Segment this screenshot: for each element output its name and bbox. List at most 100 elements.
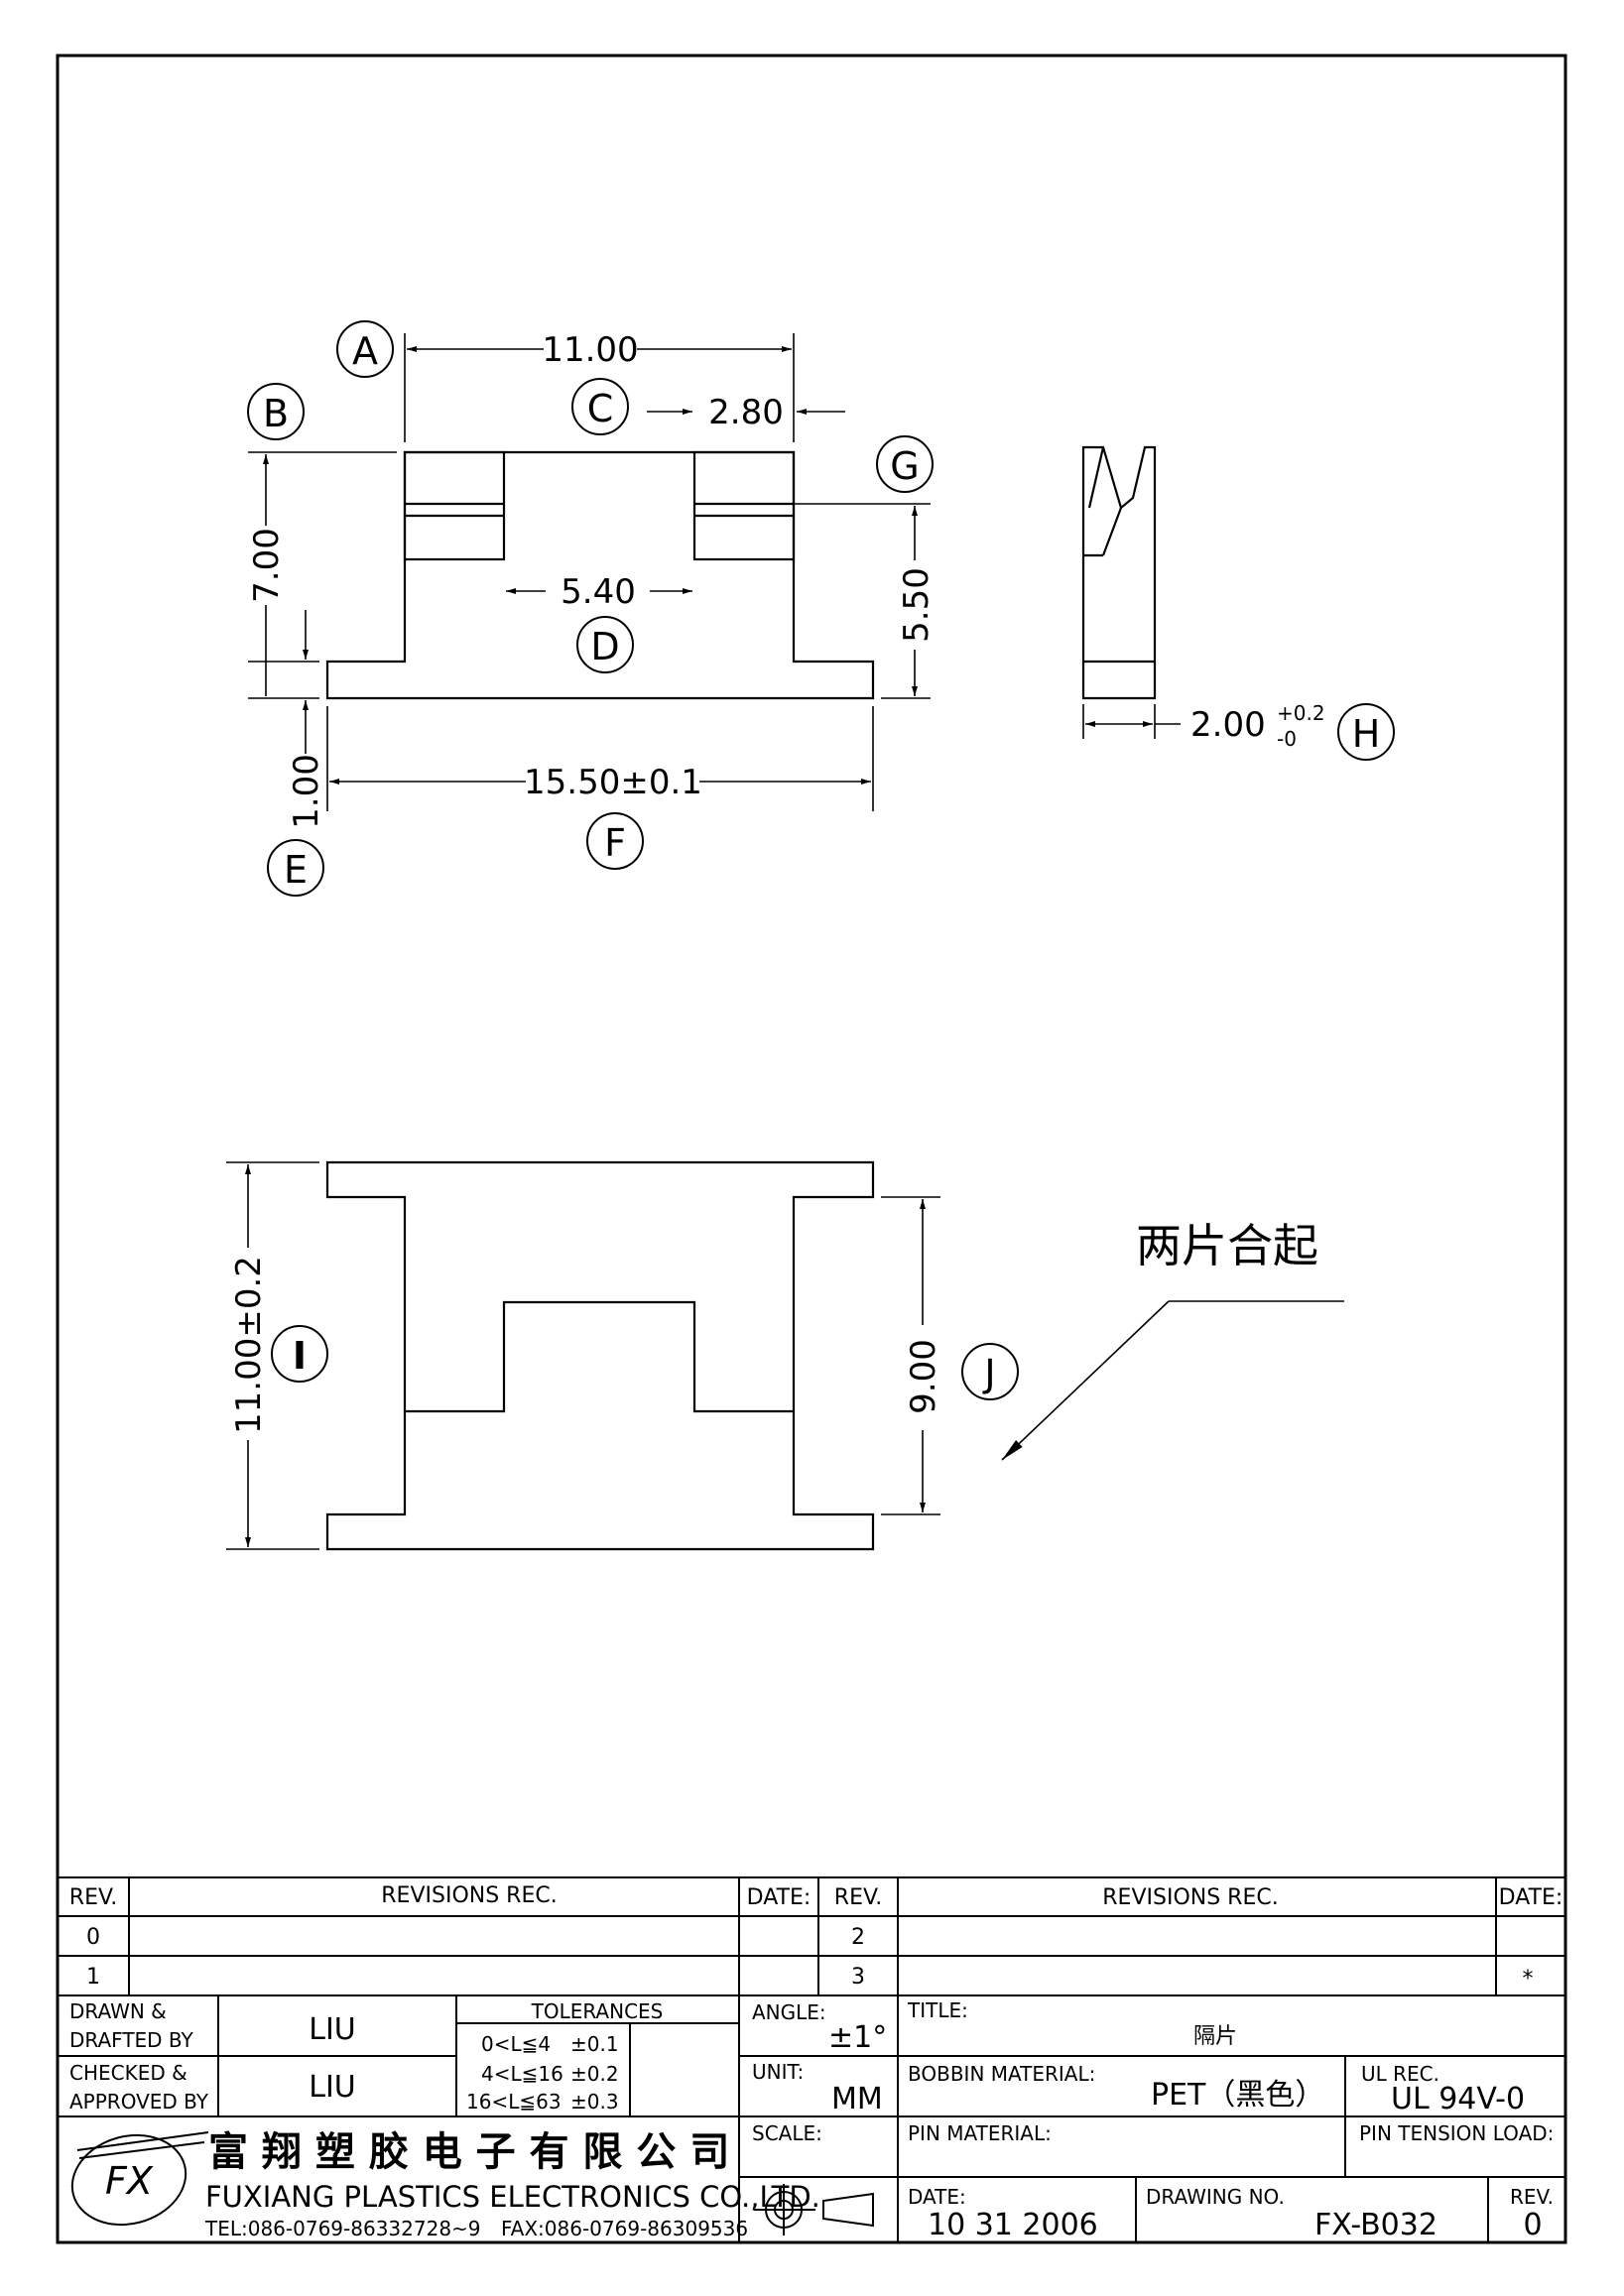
top-view-right-slot: [692, 450, 796, 561]
drawn-label-1: DRAWN &: [69, 1999, 167, 2023]
side-view: [1081, 445, 1157, 700]
callout-f-label: F: [604, 821, 626, 865]
unit-value: MM: [831, 2082, 883, 2116]
callout-d-label: D: [590, 625, 619, 668]
company-fax: FAX:086-0769-86309536: [501, 2217, 748, 2240]
rev-row-1: 1: [86, 1965, 100, 1990]
revisions-header-left: REVISIONS REC.: [381, 1883, 557, 1908]
tolerance-range-2: 4<L≦16: [481, 2062, 563, 2086]
date-header-left: DATE:: [747, 1885, 812, 1910]
pin-tension-label: PIN TENSION LOAD:: [1359, 2121, 1554, 2145]
svg-text:FX: FX: [105, 2159, 154, 2203]
drawn-label-2: DRAFTED BY: [69, 2028, 194, 2052]
callout-h: [1337, 703, 1395, 761]
top-view-left-slot: [403, 450, 506, 561]
callout-f: [586, 812, 644, 870]
dim-i-value: 11.00±0.2: [229, 1256, 269, 1434]
dim-j-value: 9.00: [904, 1339, 943, 1414]
bobbin-label: BOBBIN MATERIAL:: [908, 2062, 1095, 2086]
top-view: [325, 450, 875, 700]
tolerances-header: TOLERANCES: [531, 1999, 664, 2023]
dim-h-tol-upper: +0.2: [1277, 701, 1325, 725]
rev-header-right: REV.: [834, 1885, 882, 1910]
projection-symbol-icon: [754, 2184, 874, 2236]
rev-row-3: 3: [851, 1965, 865, 1990]
dim-h-tol-lower: -0: [1277, 727, 1297, 751]
rev-star: *: [1523, 1967, 1534, 1992]
callout-a-label: A: [352, 329, 378, 373]
callout-i: [271, 1325, 328, 1383]
tolerance-range-3: 16<L≦63: [466, 2090, 562, 2114]
drawing-no-label: DRAWING NO.: [1146, 2185, 1285, 2209]
angle-label: ANGLE:: [752, 2000, 826, 2024]
front-view-dimensions: [226, 1161, 1344, 1550]
company-logo: FX: [70, 2131, 209, 2227]
ul-label: UL REC.: [1361, 2062, 1439, 2086]
callout-j: [961, 1343, 1019, 1400]
ul-value: UL 94V-0: [1391, 2082, 1525, 2116]
title-block-lines: [58, 1876, 1565, 2242]
callout-j-label: J: [982, 1352, 995, 1395]
side-view-outline: [1081, 445, 1157, 700]
callout-c: [571, 378, 629, 435]
top-view-dimensions: [248, 333, 931, 811]
title-value: 隔片: [1193, 2024, 1237, 2049]
dim-c-value: 2.80: [708, 393, 784, 432]
tolerance-value-3: ±0.3: [570, 2090, 619, 2114]
callout-e-label: E: [284, 848, 308, 892]
drawn-by: LIU: [309, 2012, 356, 2047]
tolerance-range-1: 0<L≦4: [481, 2032, 551, 2056]
dim-g-value: 5.50: [897, 567, 937, 643]
drawing-no-value: FX-B032: [1314, 2208, 1437, 2242]
callouts: [247, 320, 1395, 1400]
callout-a: [336, 320, 394, 378]
angle-unit-scale: ANGLE: ±1° UNIT: MM SCALE:: [752, 2000, 887, 2145]
callout-b-label: B: [263, 392, 289, 435]
company-tel: TEL:086-0769-86332728~9: [204, 2217, 481, 2240]
callout-h-label: H: [1352, 712, 1381, 756]
checked-label-2: APPROVED BY: [69, 2090, 209, 2114]
dim-h-value: 2.00: [1190, 705, 1266, 745]
callout-c-label: C: [587, 387, 614, 430]
callout-d: [576, 616, 634, 673]
callout-g: [876, 435, 934, 493]
rev-label: REV.: [1510, 2185, 1554, 2209]
dim-d-value: 5.40: [561, 572, 636, 612]
scale-label: SCALE:: [752, 2121, 822, 2145]
front-view: [325, 1160, 875, 1551]
callout-i-label: I: [293, 1334, 307, 1378]
checked-label-1: CHECKED &: [69, 2061, 187, 2085]
rev-header-left: REV.: [69, 1885, 117, 1910]
date-header-right: DATE:: [1499, 1885, 1563, 1910]
dimension-values: 11.00 2.80 7.00 5.40 5.50 1.00 15.50±0.1…: [229, 330, 1325, 1434]
company-name-cn: 富 翔 塑 胶 电 子 有 限 公 司: [208, 2129, 729, 2175]
title-label: TITLE:: [907, 1998, 968, 2022]
angle-value: ±1°: [828, 2020, 887, 2055]
date-value: 10 31 2006: [928, 2208, 1098, 2242]
revisions-table: REV. REVISIONS REC. DATE: REV. REVISIONS…: [69, 1883, 1563, 1992]
callout-g-label: G: [890, 444, 919, 488]
tolerance-value-1: ±0.1: [570, 2032, 619, 2056]
side-view-dimension: [1082, 704, 1181, 739]
pin-material-label: PIN MATERIAL:: [908, 2121, 1052, 2145]
rev-row-0: 0: [86, 1925, 100, 1950]
approval-block: DRAWN & DRAFTED BY LIU CHECKED & APPROVE…: [69, 1999, 663, 2114]
tolerance-value-2: ±0.2: [570, 2062, 619, 2086]
dim-e-value: 1.00: [287, 754, 326, 829]
sheet-border: [56, 54, 1567, 2244]
front-view-outline: [325, 1160, 875, 1551]
dim-b-value: 7.00: [247, 528, 287, 603]
callout-e: [267, 839, 324, 897]
title-fields: TITLE: 隔片 BOBBIN MATERIAL: PET（黑色） UL RE…: [907, 1998, 1554, 2242]
assembly-note: 两片合起: [1136, 1219, 1318, 1272]
unit-label: UNIT:: [752, 2060, 804, 2084]
dim-a-value: 11.00: [542, 330, 638, 370]
revisions-header-right: REVISIONS REC.: [1102, 1885, 1278, 1910]
rev-value: 0: [1523, 2208, 1542, 2242]
callout-b: [247, 383, 305, 440]
callout-letters: A B C D E F G H I J: [263, 329, 1380, 1395]
checked-by: LIU: [309, 2070, 356, 2105]
bobbin-value: PET（黑色）: [1151, 2078, 1324, 2113]
rev-row-2: 2: [851, 1925, 865, 1950]
